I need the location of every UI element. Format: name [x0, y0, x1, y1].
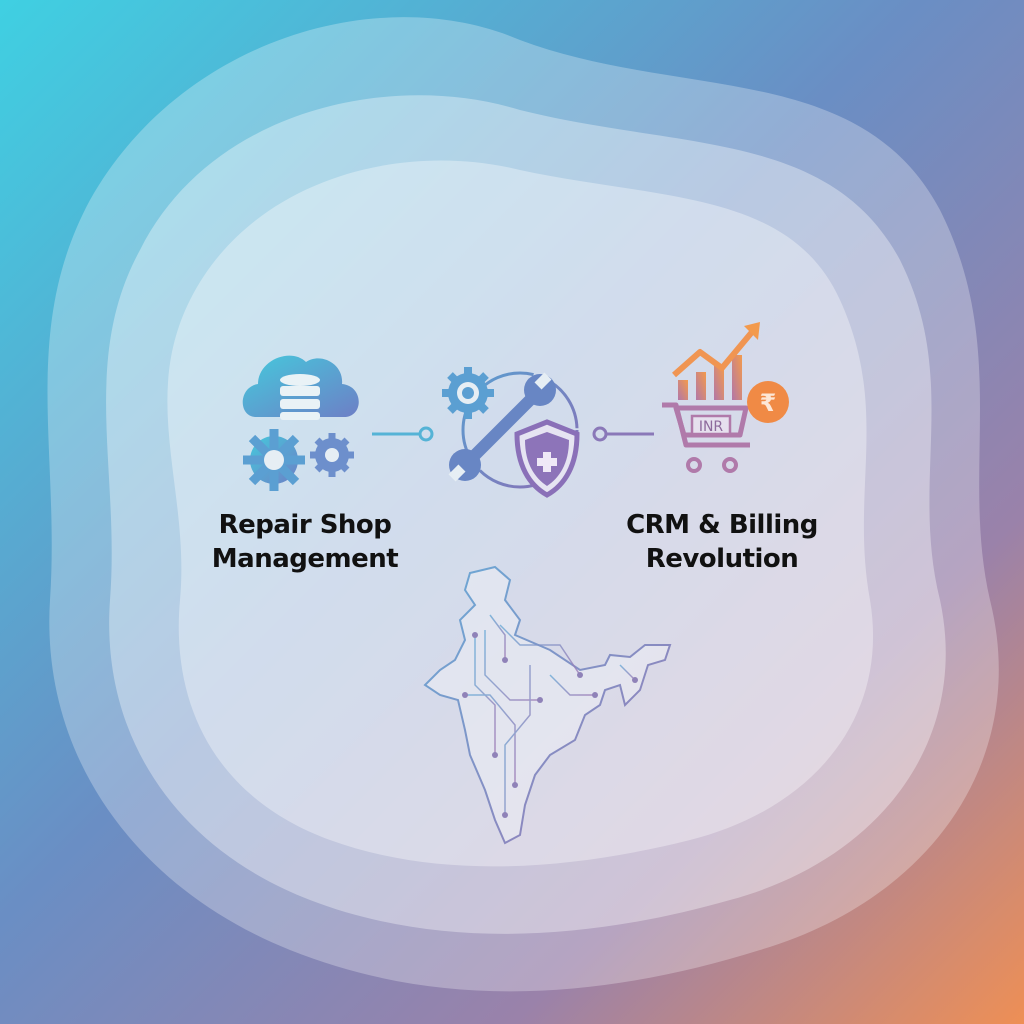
label-line: CRM & Billing — [626, 510, 818, 540]
label-line: Management — [211, 544, 399, 574]
cart-text: INR — [699, 419, 724, 435]
cart-icon — [662, 402, 750, 448]
currency-symbol: ₹ — [760, 389, 777, 417]
shield-icon — [514, 419, 580, 498]
connector-right — [592, 426, 654, 442]
india-circuit-map-icon — [423, 565, 672, 845]
crm-billing-label: CRM & Billing Revolution — [612, 508, 832, 576]
cloud-database-gears-icon — [242, 355, 359, 491]
rupee-coin-icon: ₹ — [747, 381, 789, 423]
gear-wrench-shield-icon — [442, 367, 580, 498]
gear-icon — [243, 429, 305, 491]
repair-shop-label: Repair Shop Management — [200, 508, 410, 576]
cart-growth-chart-icon: INR ₹ — [662, 322, 789, 473]
wrench-icon — [448, 372, 556, 482]
label-line: Repair Shop — [218, 510, 392, 540]
growth-arrow-icon — [672, 330, 755, 378]
gear-icon — [442, 367, 494, 419]
gear-icon — [310, 433, 354, 477]
label-line: Revolution — [645, 544, 799, 574]
bar-chart-icon — [678, 355, 742, 400]
connector-left — [372, 426, 434, 442]
